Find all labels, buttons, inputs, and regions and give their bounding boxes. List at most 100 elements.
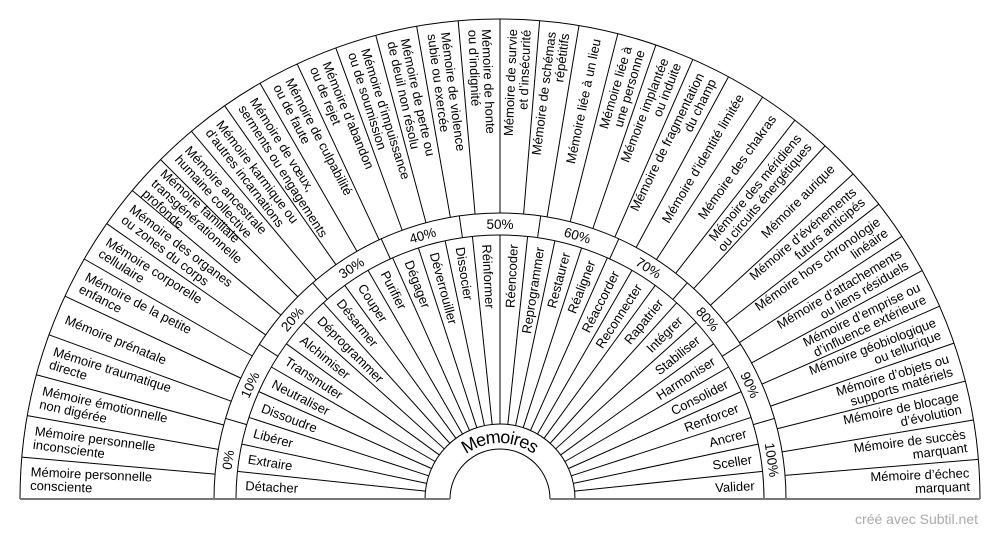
memory-segment[interactable]: Mémoire personnelleconsciente xyxy=(30,464,153,498)
verb-segment[interactable]: Réinformer xyxy=(479,244,497,310)
memory-divider xyxy=(224,105,337,266)
label-line: marquant xyxy=(915,479,971,496)
verb-divider xyxy=(574,470,763,492)
memory-segment[interactable]: Mémoire de survieet d’insécurité xyxy=(501,29,534,137)
verb-segment[interactable]: Valider xyxy=(715,478,756,495)
verb-divider xyxy=(507,236,529,425)
memory-segment[interactable]: Mémoire personnelleinconsciente xyxy=(32,424,156,468)
memory-segment-text: Mémoire de schémasrépétitifs xyxy=(529,30,573,157)
verb-divider xyxy=(564,366,729,462)
verb-segment[interactable]: Extraire xyxy=(247,452,294,474)
memory-divider xyxy=(457,20,476,215)
verb-segment[interactable]: Détacher xyxy=(245,478,299,496)
memory-divider xyxy=(546,25,580,217)
verb-divider xyxy=(444,240,485,426)
label-line: marquant xyxy=(912,440,969,462)
verb-divider xyxy=(530,257,608,431)
verb-segment[interactable]: Sceller xyxy=(711,452,753,473)
verb-divider xyxy=(367,270,463,435)
verb-segment[interactable]: Réencoder xyxy=(503,243,521,308)
percent-segment[interactable]: 50% xyxy=(486,217,513,232)
footer-credit: créé avec Subtil.net xyxy=(855,511,978,527)
memory-segment[interactable]: Mémoire de succèsmarquant xyxy=(853,427,969,469)
verb-divider xyxy=(241,443,427,484)
verb-divider xyxy=(549,302,678,444)
verb-divider xyxy=(271,366,436,462)
memory-divider xyxy=(761,305,940,385)
percent-segment[interactable]: 80% xyxy=(693,304,722,334)
percent-label: 80% xyxy=(693,304,722,334)
percent-divider xyxy=(609,238,620,260)
memory-segment[interactable]: Mémoire de honteou d’indignité xyxy=(465,29,498,135)
memory-divider xyxy=(160,159,299,298)
verb-divider xyxy=(322,302,451,444)
center-title: Memoires xyxy=(458,427,542,458)
percent-segment[interactable]: 0% xyxy=(219,449,237,470)
memory-divider xyxy=(569,33,619,222)
memory-divider xyxy=(770,342,955,407)
memory-divider xyxy=(656,96,763,260)
verb-divider xyxy=(571,416,752,477)
memory-divider xyxy=(335,47,403,231)
verb-divider xyxy=(248,416,429,477)
memory-divider xyxy=(259,83,358,252)
percent-segment[interactable]: 30% xyxy=(336,254,367,281)
memory-divider xyxy=(710,173,854,306)
verb-divider xyxy=(237,470,426,492)
percent-divider xyxy=(537,215,542,238)
verb-divider xyxy=(303,321,445,450)
verb-divider xyxy=(568,391,742,469)
chart-rings xyxy=(19,18,981,500)
percent-divider xyxy=(225,417,247,426)
percent-divider xyxy=(312,282,328,300)
percent-label: 50% xyxy=(486,217,513,232)
percent-divider xyxy=(458,215,463,238)
percent-label: 40% xyxy=(408,225,438,247)
percent-segment[interactable]: 60% xyxy=(562,225,592,247)
percent-segment[interactable]: 100% xyxy=(762,442,782,478)
memory-segment-text: Mémoire de survieet d’insécurité xyxy=(501,29,534,137)
verb-divider xyxy=(573,443,759,484)
percent-segment[interactable]: 70% xyxy=(633,254,664,281)
verb-label: Valider xyxy=(715,478,756,495)
memory-divider xyxy=(84,258,253,357)
memory-divider xyxy=(784,458,979,476)
ring-arc xyxy=(424,423,576,500)
memory-divider xyxy=(592,44,657,229)
verb-label: Réencoder xyxy=(503,243,521,308)
verb-segment[interactable]: Reprogrammer xyxy=(519,245,548,334)
percent-divider xyxy=(380,238,391,260)
percent-segment[interactable]: 20% xyxy=(278,304,307,334)
memory-divider xyxy=(523,20,541,215)
memory-segment[interactable]: Mémoire de schémasrépétitifs xyxy=(529,30,573,157)
memory-segment-text: Mémoire de honteou d’indignité xyxy=(465,29,498,135)
verb-divider xyxy=(286,343,440,456)
percent-divider xyxy=(259,343,279,357)
memory-divider xyxy=(739,236,903,343)
memory-divider xyxy=(782,419,974,453)
memory-divider xyxy=(693,145,826,289)
percent-segment[interactable]: 90% xyxy=(737,370,762,401)
memory-divider xyxy=(725,203,880,324)
percent-segment[interactable]: 40% xyxy=(408,225,438,247)
verb-label: Reprogrammer xyxy=(519,245,548,334)
label-line: Mémoire d’échec xyxy=(870,465,970,484)
memory-segment-text: Mémoire d’échecmarquant xyxy=(870,465,971,498)
memory-divider xyxy=(191,130,317,281)
memory-divider xyxy=(27,415,219,450)
verb-divider xyxy=(543,285,656,439)
memory-divider xyxy=(131,190,282,316)
verb-label: Réinformer xyxy=(479,244,497,310)
percent-divider xyxy=(753,417,775,426)
percent-segment[interactable]: 10% xyxy=(238,370,263,401)
memory-divider xyxy=(614,59,694,238)
label-line: et d’insécurité xyxy=(515,29,533,110)
label-line: répétitifs xyxy=(551,32,572,83)
memory-segment[interactable]: Mémoire d’échecmarquant xyxy=(870,465,971,498)
verb-divider xyxy=(560,343,714,456)
percent-label: 60% xyxy=(562,225,592,247)
label-line: ou d’indignité xyxy=(465,29,483,106)
memory-segment-text: Mémoire personnelleconsciente xyxy=(30,464,153,498)
memory-divider xyxy=(106,223,267,336)
percent-divider xyxy=(721,343,741,357)
